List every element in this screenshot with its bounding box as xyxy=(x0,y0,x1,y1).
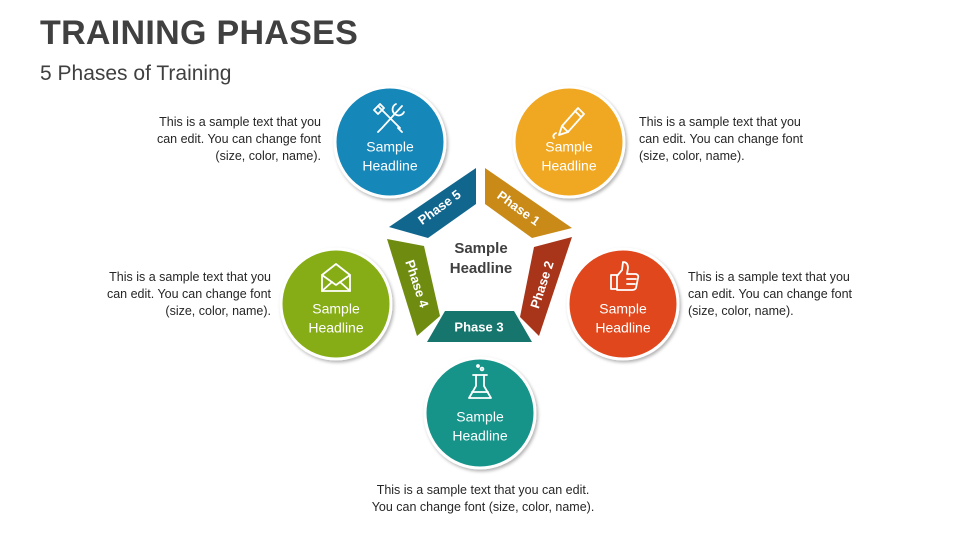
circle-phase-2-line2: Headline xyxy=(595,320,650,336)
circle-phase-4: Sample Headline xyxy=(279,247,393,361)
page-subtitle: 5 Phases of Training xyxy=(40,62,232,85)
phase-segment-4: Phase 4 xyxy=(387,239,440,336)
envelope-icon xyxy=(321,263,351,292)
page-title: TRAINING PHASES xyxy=(40,14,359,52)
phase-3-label: Phase 3 xyxy=(454,319,503,334)
circle-phase-3-line1: Sample xyxy=(456,409,504,425)
phase-segment-5-shape xyxy=(389,168,476,238)
flask-icon xyxy=(468,364,492,399)
center-label-line2: Headline xyxy=(450,260,513,277)
description-line: This is a sample text that you xyxy=(639,115,801,129)
description-phase-4: This is a sample text that you can edit.… xyxy=(41,269,271,320)
description-line: This is a sample text that you can edit. xyxy=(376,483,590,497)
description-line: (size, color, name). xyxy=(688,304,794,318)
circle-phase-2: Sample Headline xyxy=(566,247,680,361)
description-phase-2: This is a sample text that you can edit.… xyxy=(688,269,918,320)
phase-segment-3-shape xyxy=(427,311,532,342)
circle-phase-3-line2: Headline xyxy=(452,428,507,444)
description-line: can edit. You can change font xyxy=(106,287,271,301)
circle-phase-2-line1: Sample xyxy=(599,301,647,317)
circle-phase-1-line2: Headline xyxy=(541,158,596,174)
center-label-line1: Sample xyxy=(454,240,507,257)
description-phase-5: This is a sample text that you can edit.… xyxy=(91,114,321,165)
circle-phase-5-shape xyxy=(333,85,447,199)
circle-phase-2-shape xyxy=(566,247,680,361)
phase-segment-3: Phase 3 xyxy=(427,311,532,342)
phase-segment-2-shape xyxy=(520,237,572,336)
description-line: This is a sample text that you xyxy=(109,270,271,284)
description-line: (size, color, name). xyxy=(639,149,745,163)
circle-phase-4-line1: Sample xyxy=(312,301,360,317)
tools-icon xyxy=(373,103,405,133)
description-line: can edit. You can change font xyxy=(156,132,321,146)
description-phase-3: This is a sample text that you can edit.… xyxy=(333,482,633,516)
phase-segment-4-shape xyxy=(387,239,440,336)
circle-phase-4-shape xyxy=(279,247,393,361)
description-phase-1: This is a sample text that you can edit.… xyxy=(639,114,869,165)
circle-phase-1-shape xyxy=(512,85,626,199)
circle-phase-3: Sample Headline xyxy=(423,356,537,470)
pen-icon xyxy=(552,107,585,139)
description-line: can edit. You can change font xyxy=(639,132,804,146)
description-line: can edit. You can change font xyxy=(688,287,853,301)
thumbs-up-icon xyxy=(610,261,640,291)
circle-phase-5-line1: Sample xyxy=(366,139,414,155)
description-line: You can change font (size, color, name). xyxy=(371,500,595,514)
description-line: This is a sample text that you xyxy=(159,115,321,129)
phase-segment-1-shape xyxy=(485,168,572,238)
description-line: (size, color, name). xyxy=(215,149,321,163)
circle-phase-5-line2: Headline xyxy=(362,158,417,174)
phase-segment-2: Phase 2 xyxy=(520,237,572,336)
description-line: This is a sample text that you xyxy=(688,270,850,284)
circle-phase-1: Sample Headline xyxy=(512,85,626,199)
circle-phase-1-line1: Sample xyxy=(545,139,593,155)
circle-phase-3-shape xyxy=(423,356,537,470)
description-line: (size, color, name). xyxy=(165,304,271,318)
circle-phase-5: Sample Headline xyxy=(333,85,447,199)
circle-phase-4-line2: Headline xyxy=(308,320,363,336)
